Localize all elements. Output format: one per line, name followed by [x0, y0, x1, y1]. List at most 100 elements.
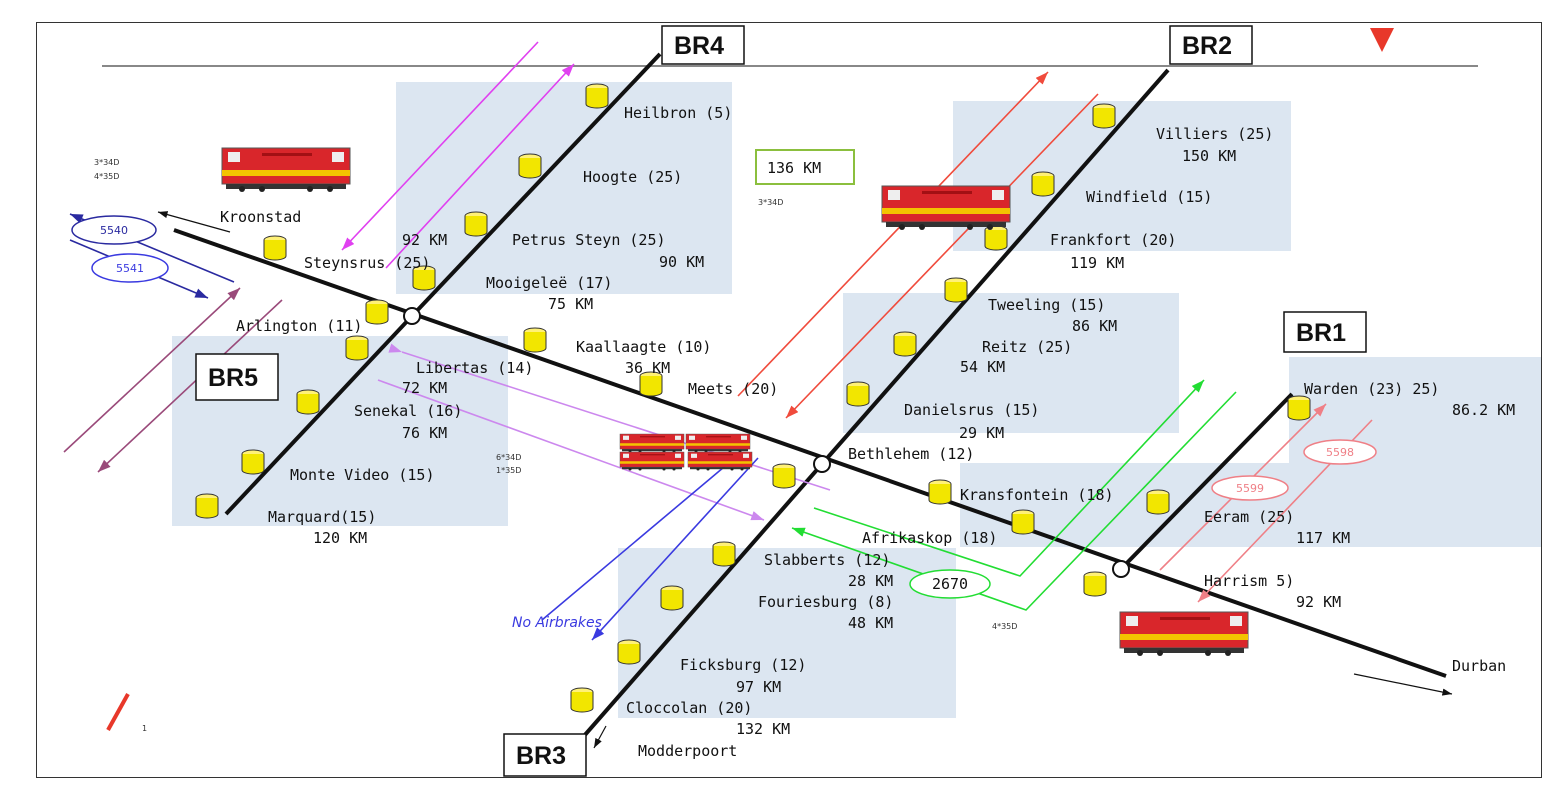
station-marker: [1031, 171, 1055, 197]
train-bubble-5541: [91, 253, 169, 283]
no-airbrakes-label: No Airbrakes: [512, 615, 602, 631]
station-marker: [1092, 103, 1116, 129]
green-arrow: [791, 391, 1237, 611]
station-bethlehem: Bethlehem (12): [848, 445, 974, 463]
station-villiers-km: 150 KM: [1182, 147, 1236, 165]
station-steynsrus-km: 92 KM: [402, 231, 447, 249]
legend-red-line: [106, 693, 130, 731]
purple-arrow: [63, 287, 241, 453]
station-kaallaagte: Kaallaagte (10): [576, 338, 711, 356]
br1-track: [1119, 392, 1294, 571]
train-bubble-5598: [1303, 439, 1377, 465]
locomotive-icon: [685, 433, 751, 453]
station-warden-km: 86.2 KM: [1452, 401, 1515, 419]
traffic-arrows: [63, 41, 1453, 749]
magenta-arrow: [341, 41, 539, 251]
station-steynsrus: Steynsrus (25): [304, 254, 430, 272]
train-number-bubbles: 5540 5541 5599 5598 2670: [71, 215, 1377, 599]
distance-box: [755, 149, 855, 185]
station-danielsrus-km: 29 KM: [959, 424, 1004, 442]
train-bubble-5599: [1211, 475, 1289, 501]
locomotive-icon: [221, 147, 351, 193]
station-marker: [365, 299, 389, 325]
station-labels: Heilbron (5) Hoogte (25) Petrus Steyn (2…: [236, 104, 1515, 738]
blue-arrow: [541, 461, 731, 621]
train-number-5599: 5599: [1236, 482, 1264, 495]
station-heilbron: Heilbron (5): [624, 104, 732, 122]
branch-box-br5: [195, 353, 279, 401]
station-reitz-km: 54 KM: [960, 358, 1005, 376]
branch-label-br2: BR2: [1182, 32, 1232, 60]
station-afrikaskop: Afrikaskop (18): [862, 529, 997, 547]
blue-arrow: [591, 457, 759, 641]
branch-box-br2: [1169, 25, 1253, 65]
station-warden: Warden (23) 25): [1304, 380, 1439, 398]
station-eeram-km: 117 KM: [1296, 529, 1350, 547]
black-arrow-durban: [1353, 673, 1453, 696]
train-number-2670: 2670: [932, 575, 968, 593]
region-br4: [396, 82, 732, 294]
branch-box-br4: [661, 25, 745, 65]
branch-box-br1: [1283, 311, 1367, 353]
locomotive-icon: [619, 433, 685, 453]
train-number-5540: 5540: [100, 224, 128, 237]
station-marker: [660, 585, 684, 611]
station-harrism: Harrism 5): [1204, 572, 1294, 590]
station-ficksburg-km: 97 KM: [736, 678, 781, 696]
diagram-frame: [36, 22, 1542, 778]
station-marker: [1287, 395, 1311, 421]
station-marker: [296, 389, 320, 415]
region-br3: [618, 548, 956, 718]
station-marker: [570, 687, 594, 713]
junction-br1: [1112, 560, 1130, 578]
station-slabberts: Slabberts (12): [764, 551, 890, 569]
station-tweeling-km: 86 KM: [1072, 317, 1117, 335]
region-br2-upper: [953, 101, 1291, 251]
station-marquard-km: 120 KM: [313, 529, 367, 547]
station-marker: [893, 331, 917, 357]
station-tweeling: Tweeling (15): [988, 296, 1105, 314]
station-petrus-steyn: Petrus Steyn (25): [512, 231, 666, 249]
station-senekal: Senekal (16): [354, 402, 462, 420]
station-reitz: Reitz (25): [982, 338, 1072, 356]
station-marquard: Marquard(15): [268, 508, 376, 526]
note-3b: 1*35D: [496, 466, 521, 475]
branch-label-br3: BR3: [516, 742, 566, 770]
station-fouriesburg: Fouriesburg (8): [758, 593, 893, 611]
station-marker: [712, 541, 736, 567]
station-villiers: Villiers (25): [1156, 125, 1273, 143]
note-3a: 6*34D: [496, 453, 521, 462]
station-marker: [984, 225, 1008, 251]
station-frankfort-km: 119 KM: [1070, 254, 1124, 272]
station-marker: [464, 211, 488, 237]
station-meets: Meets (20): [688, 380, 778, 398]
magenta-arrow: [385, 63, 575, 269]
violet-arrow: [388, 343, 831, 491]
branch-label-br5: BR5: [208, 364, 258, 392]
station-libertas: Libertas (14): [416, 359, 533, 377]
station-marker: [944, 277, 968, 303]
region-br2-lower: [843, 293, 1179, 433]
locomotive-icon: [619, 451, 685, 471]
station-danielsrus: Danielsrus (15): [904, 401, 1039, 419]
town-durban: Durban: [1452, 657, 1506, 675]
branch-box-br3: [503, 733, 587, 777]
train-bubble-5540: [71, 215, 157, 245]
station-marker: [263, 235, 287, 261]
note-2: 3*34D: [758, 198, 783, 207]
br2-track: [820, 68, 1170, 466]
station-marker: [1011, 509, 1035, 535]
junction-br4-br5: [403, 307, 421, 325]
black-arrow-kroonstad: [157, 211, 231, 233]
town-modderpoort: Modderpoort: [638, 742, 737, 760]
note-4: 4*35D: [992, 622, 1017, 631]
violet-arrow: [377, 379, 765, 521]
station-mooigelee-km: 75 KM: [548, 295, 593, 313]
town-kroonstad: Kroonstad: [220, 208, 301, 226]
station-marker: [195, 493, 219, 519]
station-mooigelee: Mooigeleë (17): [486, 274, 612, 292]
station-marker: [1146, 489, 1170, 515]
station-marker: [518, 153, 542, 179]
note-1a: 3*34D: [94, 158, 119, 167]
